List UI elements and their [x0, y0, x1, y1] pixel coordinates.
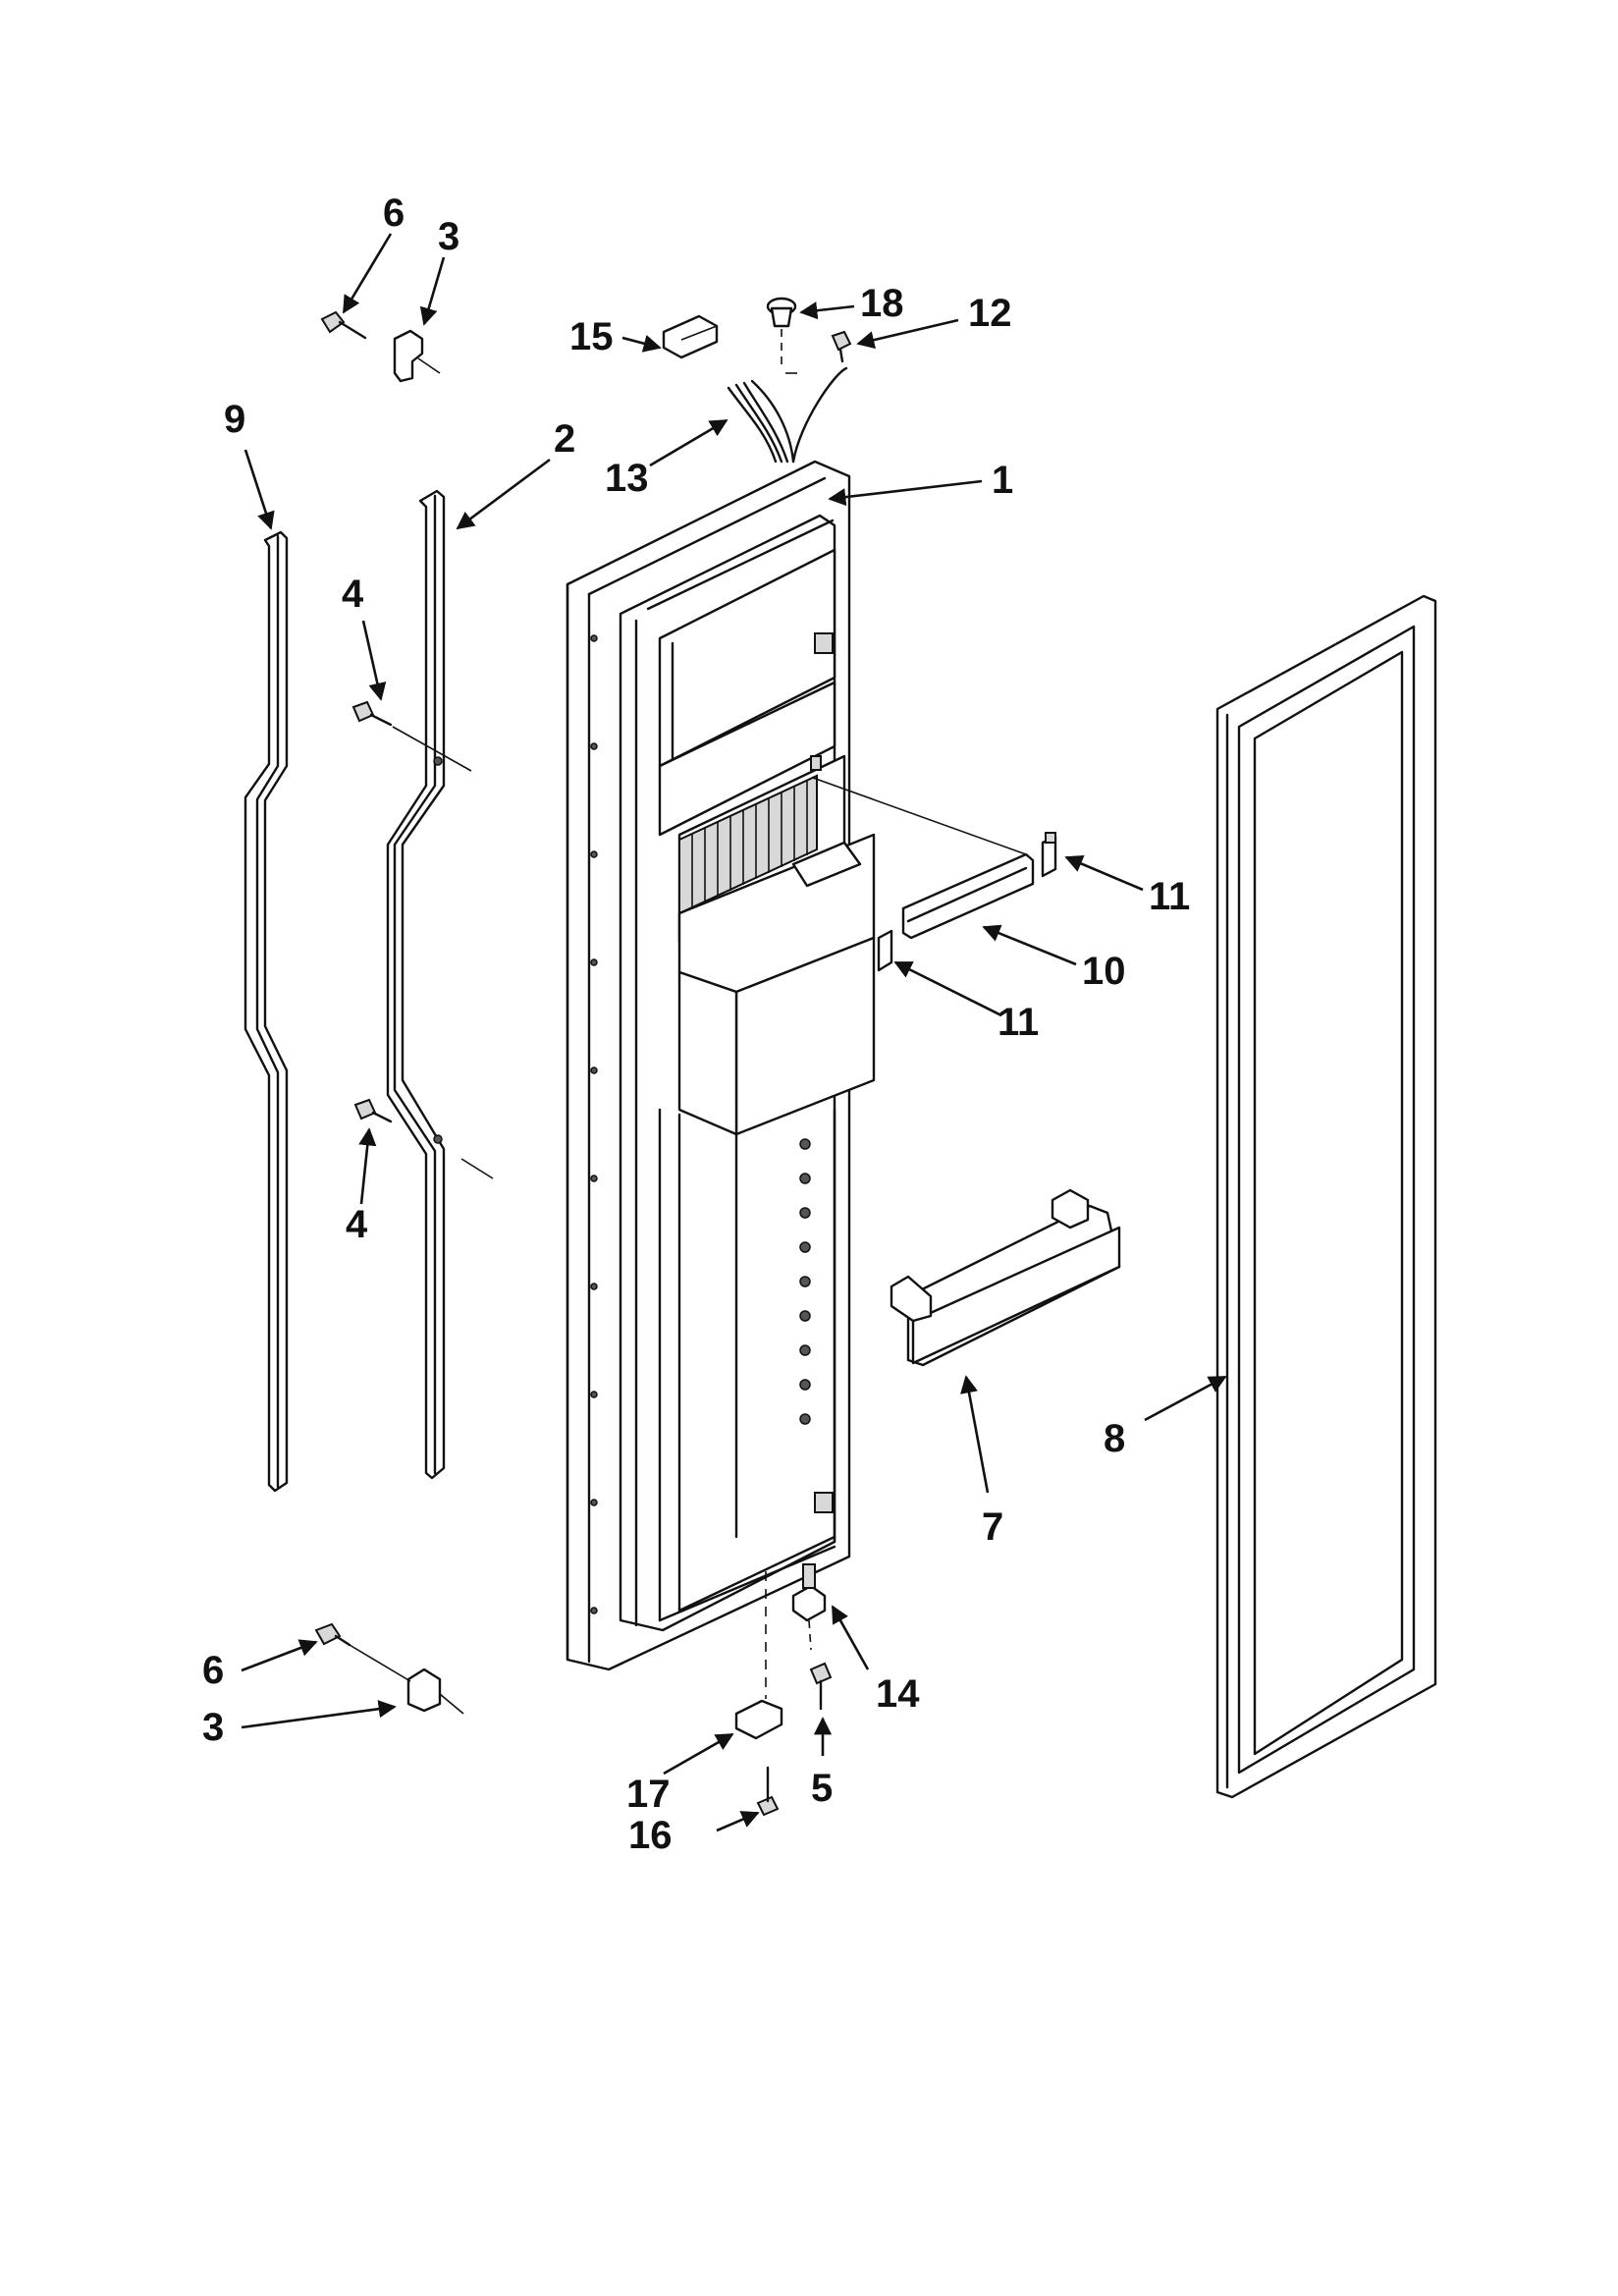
callout-1: 1: [992, 459, 1013, 502]
bottom-hinge-part-3: [406, 1667, 464, 1715]
callout-7: 7: [982, 1505, 1003, 1549]
end-cap-part-11-lower: [877, 929, 893, 972]
wire-harness-part-13: [727, 366, 848, 464]
top-hinge-screw-part-6: [320, 310, 367, 340]
dispenser-grille: [678, 774, 818, 915]
bottom-hinge-screw-part-6: [314, 1622, 411, 1682]
callout-2: 2: [554, 417, 575, 461]
callout-labels: 1 2 3 3 4 4 5 6 6 7 8 9 10 11 11 12 13 1…: [202, 191, 1190, 1857]
callout-18: 18: [860, 282, 904, 325]
callout-11-lower: 11: [998, 1001, 1039, 1044]
handle-screw-part-4-lower: [353, 1098, 494, 1179]
screw-part-12: [831, 330, 852, 363]
callout-3-bottom: 3: [202, 1706, 224, 1749]
callout-14: 14: [876, 1672, 920, 1716]
callout-10: 10: [1082, 950, 1126, 993]
end-cap-part-11-upper: [1041, 832, 1057, 878]
callout-8: 8: [1104, 1417, 1125, 1460]
door-edge-holes: [590, 634, 598, 1614]
callout-17: 17: [626, 1773, 671, 1816]
handle-screw-part-4-upper: [351, 700, 472, 772]
connector-part-15: [662, 314, 719, 359]
callout-5: 5: [811, 1767, 833, 1810]
door-gasket-part-8: [1215, 594, 1437, 1799]
bottom-bracket-part-14: [791, 1563, 827, 1651]
handle-trim-part-9: [243, 530, 289, 1493]
plug-part-18: [766, 297, 797, 365]
callout-15: 15: [569, 315, 614, 358]
screw-part-5: [809, 1662, 833, 1711]
callout-4-upper: 4: [342, 573, 364, 616]
top-hinge-part-3: [393, 329, 441, 383]
hinge-plate-part-17: [734, 1571, 783, 1740]
door-shelf-part-7: [890, 1188, 1121, 1367]
callout-4-lower: 4: [346, 1203, 368, 1246]
callout-6-top: 6: [383, 191, 404, 235]
callout-3-top: 3: [438, 215, 459, 258]
shelf-bracket-holes: [799, 1138, 811, 1425]
callout-16: 16: [628, 1814, 673, 1857]
dispenser-channel-part-10: [812, 777, 1035, 940]
callout-13: 13: [605, 457, 649, 500]
callout-9: 9: [224, 398, 245, 441]
door-panel-part-1: [566, 460, 876, 1671]
leader-lines: [241, 233, 1227, 1832]
screw-part-16: [756, 1766, 780, 1817]
callout-12: 12: [968, 292, 1012, 335]
callout-6-bottom: 6: [202, 1649, 224, 1692]
door-handle-part-2: [386, 489, 446, 1480]
callout-11-upper: 11: [1149, 875, 1190, 918]
